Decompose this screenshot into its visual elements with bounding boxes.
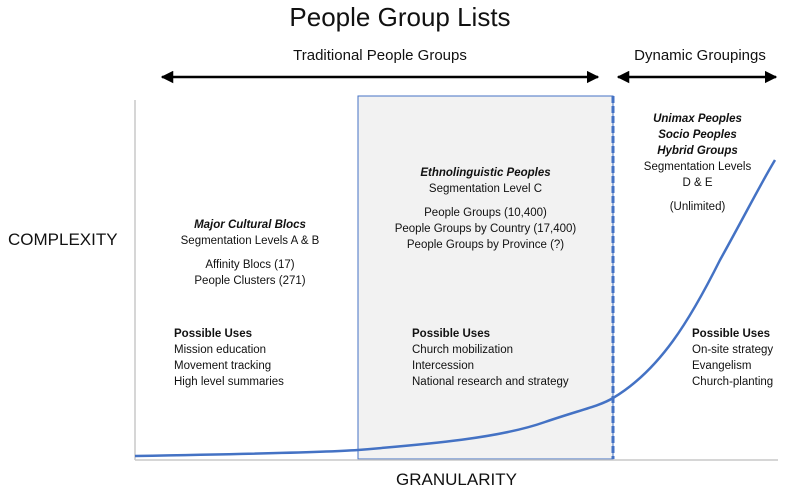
use-item: Evangelism — [692, 360, 752, 372]
use-item: Intercession — [412, 360, 475, 372]
segmentation-level: Segmentation Levels A & B — [180, 235, 320, 247]
use-item: Church mobilization — [412, 344, 513, 356]
list-item: People Groups (10,400) — [424, 207, 547, 219]
traditional-segment-box — [357, 95, 614, 460]
possible-uses-3: Possible Uses On-site strategy Evangelis… — [692, 326, 773, 390]
column-title: Hybrid Groups — [657, 145, 738, 157]
list-item: Affinity Blocs (17) — [205, 259, 295, 271]
segmentation-level: Segmentation Level C — [428, 183, 543, 195]
column-title: Ethnolinguistic Peoples — [420, 167, 551, 179]
x-axis-label: GRANULARITY — [396, 470, 517, 489]
column-title: Major Cultural Blocs — [194, 219, 306, 231]
use-item: Mission education — [174, 344, 267, 356]
use-item: High level summaries — [174, 376, 284, 388]
complexity-curve — [134, 159, 777, 458]
major-cultural-blocs-block: Major Cultural Blocs Segmentation Levels… — [150, 217, 350, 289]
traditional-groups-label: Traditional People Groups — [293, 47, 467, 64]
possible-uses-1: Possible Uses Mission education Movement… — [174, 326, 284, 390]
use-item: National research and strategy — [412, 376, 569, 388]
list-item: People Clusters (271) — [194, 275, 306, 287]
dynamic-groupings-block: Unimax Peoples Socio Peoples Hybrid Grou… — [615, 111, 780, 215]
list-item: (Unlimited) — [669, 201, 726, 213]
segmentation-level: D & E — [682, 177, 713, 189]
use-item: Movement tracking — [174, 360, 272, 372]
column-title: Socio Peoples — [658, 129, 737, 141]
use-item: Church-planting — [692, 376, 774, 388]
segmentation-level: Segmentation Levels — [643, 161, 752, 173]
list-item: People Groups by Country (17,400) — [394, 223, 577, 235]
list-item: People Groups by Province (?) — [406, 239, 565, 251]
diagram-title: People Group Lists — [289, 2, 511, 32]
use-item: On-site strategy — [692, 344, 774, 356]
y-axis-label: COMPLEXITY — [8, 230, 118, 249]
uses-title: Possible Uses — [174, 328, 252, 340]
possible-uses-2: Possible Uses Church mobilization Interc… — [412, 326, 569, 390]
uses-title: Possible Uses — [412, 328, 490, 340]
uses-title: Possible Uses — [692, 328, 770, 340]
column-title: Unimax Peoples — [653, 113, 742, 125]
dynamic-groupings-label: Dynamic Groupings — [634, 47, 766, 64]
ethnolinguistic-peoples-block: Ethnolinguistic Peoples Segmentation Lev… — [358, 165, 613, 253]
